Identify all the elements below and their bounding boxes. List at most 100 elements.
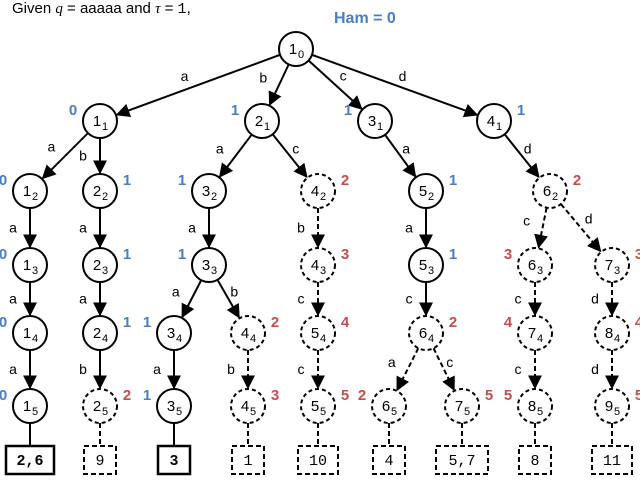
edge-n1_0-n1_1: a [115,53,281,118]
node-score: 3 [341,246,349,263]
node-circle [300,173,336,209]
node-number: 4 [311,183,319,200]
edge-n1_3-n1_4: a [9,282,37,317]
node-circle [191,173,227,209]
node-number: 4 [487,113,495,130]
edge-label: d [591,361,599,377]
node-subscript: 4 [537,333,543,345]
node-number: 1 [289,41,297,58]
node-number: 7 [605,257,613,274]
node-subscript: 1 [102,121,108,133]
edge-label: a [388,354,396,370]
leaf-box-n5_5: 10 [297,445,339,475]
node-score: 2 [358,387,366,404]
node-score: 2 [341,172,349,189]
edge-line [181,279,203,319]
edge-line [384,134,417,178]
edge-line [503,133,540,179]
edge-label: c [515,361,522,377]
node-circle [517,247,553,283]
ham-label: Ham = 0 [334,10,396,27]
edge-n2_3-n2_4: a [79,282,107,317]
node-score: 4 [635,314,640,331]
node-score: 1 [123,246,131,263]
node-circle [371,388,407,424]
node-subscript: 4 [176,333,182,345]
node-subscript: 1 [264,121,270,133]
leaf-links-layer [29,423,613,446]
node-circle [12,247,48,283]
edge-line [271,133,308,179]
edge-label: c [406,291,413,307]
edge-label: a [402,141,410,157]
leaf-value: 2,6 [16,453,43,470]
node-number: 1 [23,325,31,342]
edge-n5_2-n5_3: a [405,208,433,249]
node-circle [82,247,118,283]
edge-n1_1-n2_2: b [79,138,107,175]
node-score: 1 [178,172,186,189]
edge-label: b [297,220,305,236]
leaf-value: 9 [95,453,104,470]
node-circle [408,247,444,283]
node-subscript: 4 [250,333,256,345]
node-subscript: 2 [32,191,38,203]
node-subscript: 5 [32,406,38,418]
caption-equals-1: = [62,0,80,17]
edge-n1_4-n1_5: a [9,350,37,390]
node-number: 8 [605,325,613,342]
leaf-box-outline [372,445,406,475]
node-circle [244,103,280,139]
node-number: 2 [93,325,101,342]
edge-label: b [230,284,238,300]
node-circle [156,388,192,424]
edge-label: c [515,291,522,307]
node-score: 1 [143,387,151,404]
node-subscript: 2 [320,191,326,203]
edge-n2_1-n4_2: c [271,133,308,179]
node-subscript: 4 [428,333,434,345]
node-subscript: 5 [614,406,620,418]
edge-label: d [585,211,593,227]
caption-and: and [121,0,156,17]
node-subscript: 1 [377,121,383,133]
leaf-value: 10 [309,453,327,470]
edge-n3_4-n3_5: a [153,350,181,390]
edge-n2_2-n2_3: a [79,208,107,249]
node-number: 6 [382,398,390,415]
node-score: 3 [635,246,640,263]
node-subscript: 0 [298,49,304,61]
leaf-box-outline [231,445,265,475]
node-subscript: 5 [537,406,543,418]
edge-label: a [9,220,17,236]
node-circle [357,103,393,139]
node-circle [82,103,118,139]
caption-q-symbol: q [55,1,63,17]
edge-label: c [340,68,347,84]
node-subscript: 5 [102,406,108,418]
node-subscript: 3 [537,265,543,277]
node-score: 0 [0,246,7,263]
edge-n3_1-n5_2: a [384,134,417,178]
edge-label: a [181,68,189,84]
node-subscript: 4 [614,333,620,345]
edge-n5_4-n5_5: c [298,350,325,390]
node-score: 5 [485,387,493,404]
edge-label: a [172,284,180,300]
edge-label: b [79,361,87,377]
leaf-value: 11 [603,453,621,470]
caption-q-value: aaaaa [79,0,122,17]
node-circle [476,103,512,139]
node-score: 5 [635,387,640,404]
node-subscript: 1 [496,121,502,133]
edge-n6_3-n7_4: c [515,282,542,317]
leaf-box-n3_5: 3 [156,444,192,476]
